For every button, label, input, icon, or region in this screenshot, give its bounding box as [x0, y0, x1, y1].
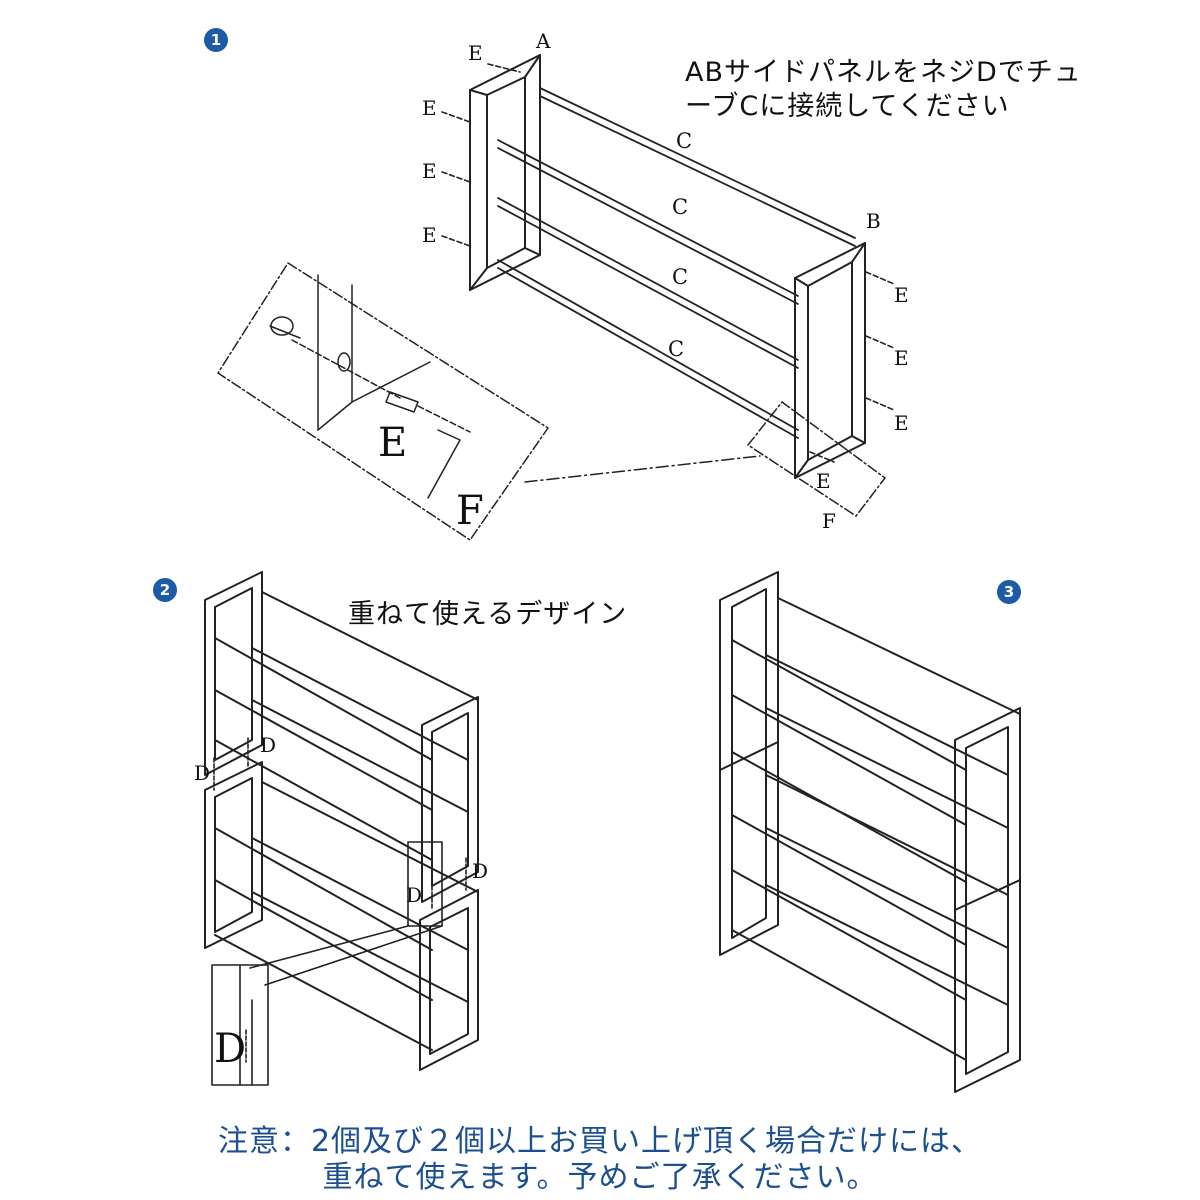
label-e: E: [422, 96, 437, 120]
connectors-d: [211, 737, 467, 1086]
tubes-c: [497, 87, 856, 439]
label-e: E: [894, 411, 909, 435]
label-c: C: [672, 265, 688, 289]
step-3-drawing: [719, 571, 1021, 1093]
upper-rack-unit: [204, 571, 479, 903]
screws-e-left: [441, 63, 521, 247]
label-c: C: [668, 337, 684, 361]
step-3-badge: 3: [997, 580, 1021, 604]
label-c: C: [672, 195, 688, 219]
label-d: D: [472, 859, 488, 883]
label-d: D: [260, 733, 276, 757]
step-1-instruction-line-1: ABサイドパネルをネジDでチュ: [685, 57, 1082, 88]
label-d-large: D: [214, 1026, 246, 1072]
side-panel-b: [794, 242, 866, 479]
label-e: E: [894, 346, 909, 370]
step-2-drawing: D D D D D: [194, 571, 488, 1086]
step-2-labels: D D D D D: [194, 733, 488, 1072]
side-panel-a: [469, 54, 541, 291]
step-1-instruction-line-2: ーブCに接続してください: [685, 91, 1010, 122]
label-a: A: [535, 29, 551, 53]
step-2-badge: 2: [153, 578, 177, 602]
label-d: D: [194, 761, 210, 785]
stacking-note-line-1: 注意：2個及び２個以上お買い上げ頂く場合だけには、: [217, 1124, 983, 1159]
label-e: E: [468, 41, 483, 65]
label-b: B: [866, 209, 881, 233]
stacking-note-line-2: 重ねて使えます。予めご了承ください。: [322, 1160, 878, 1195]
screw-detail-callout: [217, 262, 886, 541]
screws-e-right: [809, 271, 895, 463]
label-e: E: [422, 159, 437, 183]
lower-rack-unit: [204, 761, 479, 1071]
label-e: E: [422, 223, 437, 247]
step-1-badge: 1: [204, 28, 228, 52]
stacked-rack-assembled: [719, 571, 1021, 1093]
label-e: E: [894, 283, 909, 307]
step-1-instruction: ABサイドパネルをネジDでチュ ーブCに接続してください: [685, 56, 1082, 124]
label-d: D: [406, 883, 422, 907]
label-f: F: [822, 509, 836, 533]
step-1-labels: E A E E E C C C C B E E E E F E F: [378, 29, 909, 534]
step-1-drawing: E A E E E C C C C B E E E E F E F: [217, 29, 909, 541]
step-2-caption: 重ねて使えるデザイン: [348, 599, 628, 630]
label-e: E: [816, 469, 831, 493]
stacking-note: 注意：2個及び２個以上お買い上げ頂く場合だけには、 重ねて使えます。予めご了承く…: [0, 1124, 1200, 1196]
label-c: C: [676, 129, 692, 153]
label-e-large: E: [378, 420, 407, 466]
label-f-large: F: [456, 488, 484, 534]
